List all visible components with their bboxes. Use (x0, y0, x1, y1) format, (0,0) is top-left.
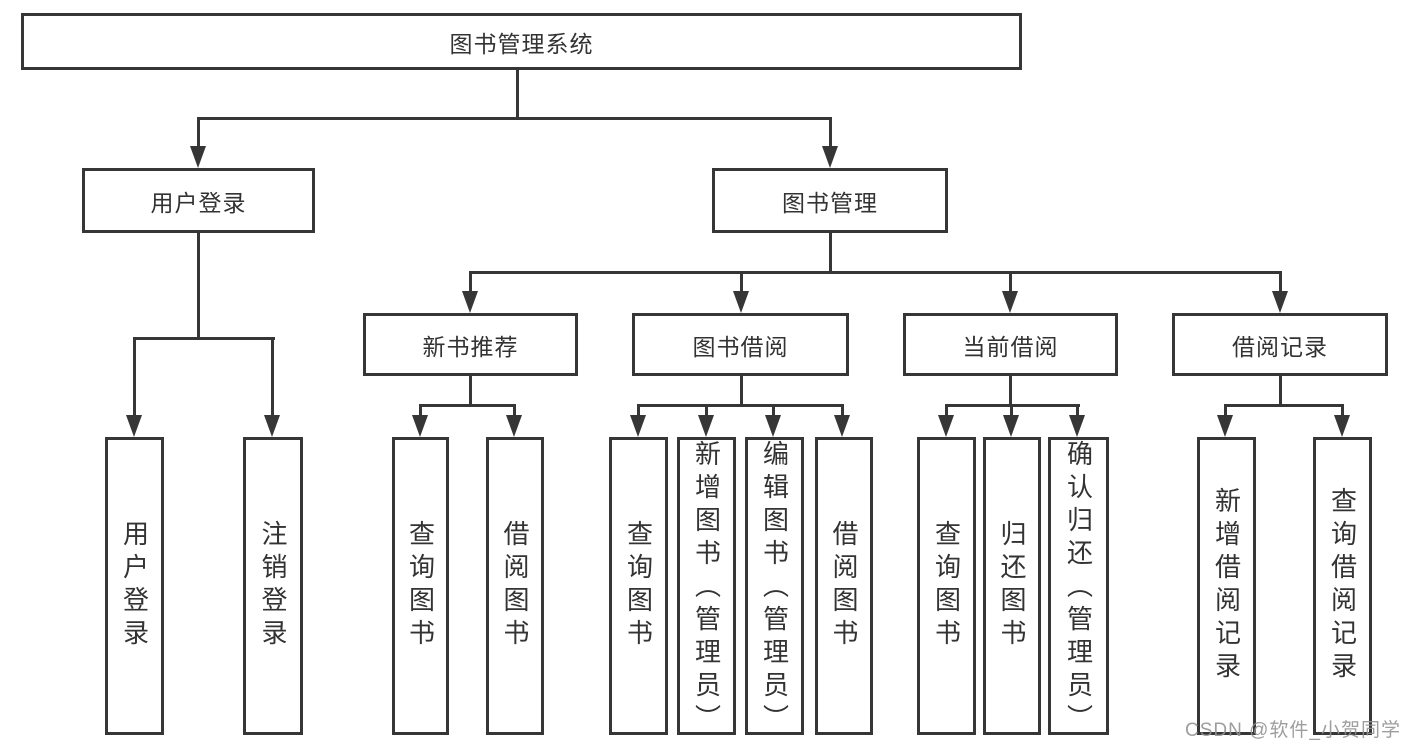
arrowhead-down-icon (733, 291, 749, 313)
leaf-current-confirm-return-label: 确认归还（管理员） (1063, 440, 1094, 737)
connector-line (637, 404, 640, 421)
csdn-watermark: CSDN @软件_小贺同学 (1185, 720, 1401, 741)
arrowhead-down-icon (630, 415, 646, 437)
arrowhead-down-icon (462, 291, 478, 313)
leaf-logout: 注销登录 (243, 437, 303, 735)
leaf-records-query: 查询借阅记录 (1313, 437, 1372, 735)
arrowhead-down-icon (126, 415, 142, 437)
leaf-user-login: 用户登录 (105, 437, 164, 735)
arrowhead-down-icon (834, 415, 850, 437)
arrowhead-down-icon (190, 146, 206, 168)
connector-line (841, 404, 844, 421)
connector-line (1224, 404, 1343, 407)
node-new-book-recommend-label: 新书推荐 (422, 333, 519, 360)
connector-line (945, 404, 948, 421)
leaf-records-add: 新增借阅记录 (1197, 437, 1256, 735)
leaf-newbooks-borrow: 借阅图书 (486, 437, 544, 735)
connector-line (469, 375, 472, 406)
connector-line (133, 337, 136, 419)
connector-line (1341, 404, 1344, 421)
node-root-label: 图书管理系统 (449, 30, 594, 57)
connector-line (469, 271, 1282, 274)
node-book-borrow: 图书借阅 (632, 313, 849, 376)
leaf-current-query-label: 查询图书 (931, 520, 962, 652)
leaf-logout-label: 注销登录 (258, 520, 288, 652)
connector-line (197, 117, 832, 120)
connector-line (1279, 271, 1282, 295)
connector-line (516, 70, 519, 118)
node-new-book-recommend: 新书推荐 (363, 313, 578, 376)
node-current-borrow: 当前借阅 (903, 313, 1118, 376)
connector-line (419, 404, 422, 421)
leaf-current-confirm-return: 确认归还（管理员） (1048, 437, 1109, 737)
connector-line (740, 375, 743, 406)
connector-line (469, 271, 472, 295)
leaf-user-login-label: 用户登录 (119, 520, 150, 652)
arrowhead-down-icon (264, 415, 280, 437)
arrowhead-down-icon (765, 415, 781, 437)
node-root: 图书管理系统 (21, 13, 1022, 70)
node-borrow-records-label: 借阅记录 (1232, 333, 1328, 360)
leaf-borrow-query: 查询图书 (609, 437, 668, 735)
leaf-records-add-label: 新增借阅记录 (1211, 487, 1242, 685)
connector-line (1009, 271, 1012, 295)
leaf-borrow-edit-book: 编辑图书（管理员） (745, 437, 804, 737)
leaf-borrow-borrow-book-label: 借阅图书 (829, 520, 859, 652)
node-book-management: 图书管理 (712, 168, 948, 233)
connector-line (271, 337, 274, 419)
node-user-login: 用户登录 (82, 168, 315, 233)
connector-line (1076, 404, 1079, 421)
connector-line (419, 404, 516, 407)
leaf-records-query-label: 查询借阅记录 (1327, 487, 1358, 685)
connector-line (637, 404, 844, 407)
connector-line (513, 404, 516, 421)
connector-line (1010, 404, 1013, 421)
arrowhead-down-icon (1272, 291, 1288, 313)
connector-line (197, 117, 200, 149)
arrowhead-down-icon (1002, 291, 1018, 313)
node-current-borrow-label: 当前借阅 (962, 333, 1059, 360)
node-borrow-records: 借阅记录 (1172, 313, 1388, 376)
connector-line (829, 232, 832, 273)
node-book-management-label: 图书管理 (782, 189, 878, 216)
leaf-borrow-add-book-label: 新增图书（管理员） (691, 440, 722, 737)
connector-line (1224, 404, 1227, 421)
connector-line (197, 232, 200, 339)
leaf-current-return-label: 归还图书 (997, 520, 1027, 652)
arrowhead-down-icon (822, 146, 838, 168)
arrowhead-down-icon (1217, 415, 1233, 437)
arrowhead-down-icon (1003, 415, 1019, 437)
connector-line (1279, 375, 1282, 406)
arrowhead-down-icon (1069, 415, 1085, 437)
connector-line (1009, 375, 1012, 406)
arrowhead-down-icon (698, 415, 714, 437)
arrowhead-down-icon (1334, 415, 1350, 437)
leaf-borrow-edit-book-label: 编辑图书（管理员） (759, 440, 790, 737)
arrowhead-down-icon (412, 415, 428, 437)
leaf-newbooks-query: 查询图书 (392, 437, 449, 735)
arrowhead-down-icon (938, 415, 954, 437)
leaf-current-query: 查询图书 (917, 437, 976, 735)
leaf-newbooks-borrow-label: 借阅图书 (500, 520, 530, 652)
connector-line (705, 404, 708, 421)
leaf-borrow-query-label: 查询图书 (623, 520, 654, 652)
connector-line (740, 271, 743, 295)
leaf-current-return: 归还图书 (983, 437, 1041, 735)
leaf-newbooks-query-label: 查询图书 (405, 520, 436, 652)
node-user-login-label: 用户登录 (150, 189, 247, 216)
node-book-borrow-label: 图书借阅 (692, 333, 789, 360)
connector-line (829, 117, 832, 149)
leaf-borrow-add-book: 新增图书（管理员） (677, 437, 736, 737)
connector-line (772, 404, 775, 421)
arrowhead-down-icon (506, 415, 522, 437)
leaf-borrow-borrow-book: 借阅图书 (815, 437, 873, 735)
connector-line (133, 337, 275, 340)
